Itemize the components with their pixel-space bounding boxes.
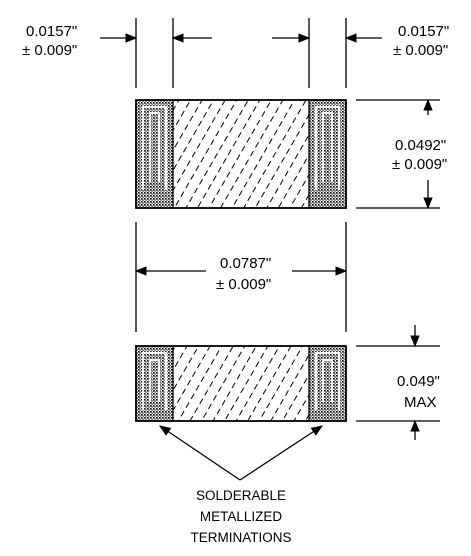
termination-right-value: 0.0157" <box>398 23 449 40</box>
dimension-labels: 0.0157" ± 0.009" 0.0157" ± 0.009" 0.0492… <box>22 23 449 411</box>
termination-right-top <box>309 100 346 208</box>
leader-left <box>159 425 241 481</box>
width-tolerance: ± 0.009" <box>392 156 447 173</box>
termination-left-top <box>136 100 173 208</box>
leader-right <box>239 425 323 481</box>
thickness-value: 0.049" <box>397 373 440 390</box>
length-value: 0.0787" <box>220 255 271 272</box>
width-value: 0.0492" <box>395 137 446 154</box>
length-tolerance: ± 0.009" <box>216 276 271 293</box>
termination-right-side <box>309 346 346 421</box>
callout-line-3: TERMINATIONS <box>191 530 292 545</box>
termination-callout: SOLDERABLE METALLIZED TERMINATIONS <box>159 425 323 545</box>
side-view <box>135 345 347 422</box>
callout-line-1: SOLDERABLE <box>196 488 286 503</box>
extension-lines <box>135 18 440 422</box>
chip-outline-side <box>135 345 347 422</box>
termination-left-side <box>136 346 173 421</box>
termination-left-value: 0.0157" <box>26 23 77 40</box>
callout-line-2: METALLIZED <box>200 509 283 524</box>
termination-right-tolerance: ± 0.009" <box>393 42 448 59</box>
dimension-arrows <box>100 33 433 440</box>
thickness-tolerance: MAX <box>404 394 437 411</box>
top-view <box>135 99 347 209</box>
chip-outline-top <box>135 99 347 209</box>
termination-left-tolerance: ± 0.009" <box>22 42 77 59</box>
